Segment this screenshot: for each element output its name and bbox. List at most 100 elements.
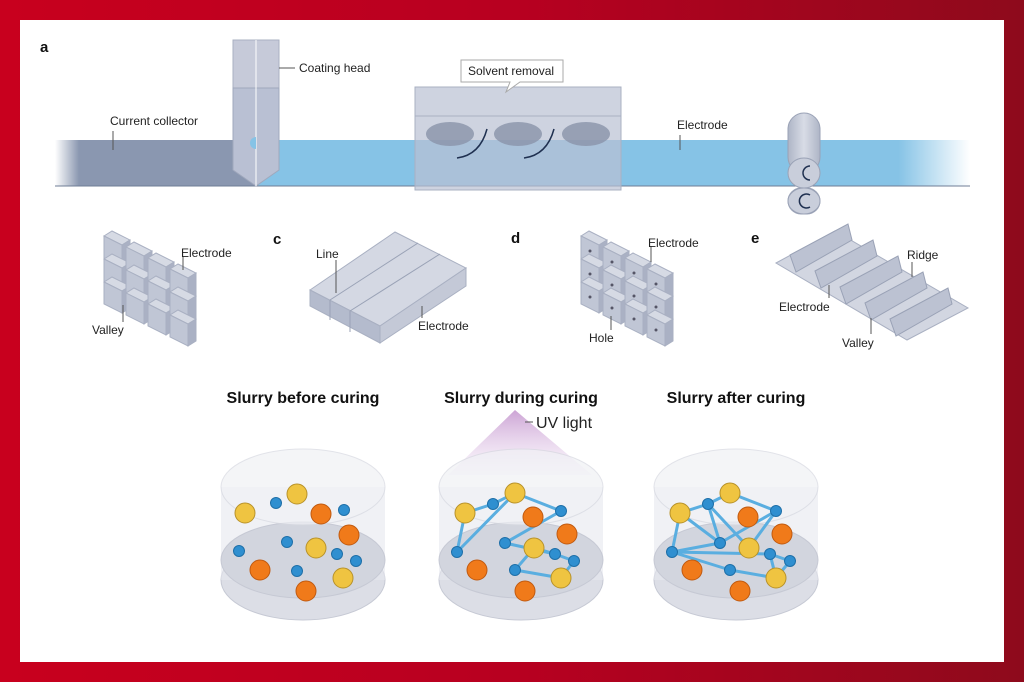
blue-monomer [714, 537, 726, 549]
hole-dot [588, 249, 592, 253]
blue-monomer [555, 505, 567, 517]
hole-dot [654, 305, 658, 309]
orange-particle [681, 559, 703, 581]
rotate-arrow-icon [798, 193, 811, 209]
blue-monomer [350, 555, 362, 567]
blue-monomer [764, 548, 776, 560]
panel-label-d: d [511, 230, 520, 247]
blue-monomer [338, 504, 350, 516]
label-line-c: Line [316, 247, 339, 261]
yellow-particle [286, 483, 308, 505]
orange-particle [522, 506, 544, 528]
hole-dot [654, 328, 658, 332]
blue-monomer [666, 546, 678, 558]
yellow-particle [765, 567, 787, 589]
yellow-particle [454, 502, 476, 524]
yellow-particle [504, 482, 526, 504]
blue-monomer [724, 564, 736, 576]
polymer-link [671, 550, 731, 572]
yellow-particle [550, 567, 572, 589]
blue-monomer [270, 497, 282, 509]
hole-dot [588, 295, 592, 299]
rotate-arrow-icon [802, 165, 811, 181]
hole-dot [654, 282, 658, 286]
current-collector-strip [55, 140, 255, 186]
blue-monomer [770, 505, 782, 517]
orange-particle [295, 580, 317, 602]
coating-head [232, 39, 280, 187]
yellow-particle [523, 537, 545, 559]
hole-dot [632, 317, 636, 321]
blue-monomer [281, 536, 293, 548]
label-electrode-e: Electrode [779, 300, 830, 314]
yellow-particle [234, 502, 256, 524]
title-before-curing: Slurry before curing [227, 390, 380, 407]
label-uv-light: UV light [536, 415, 593, 432]
blue-monomer [291, 565, 303, 577]
label-solvent-removal: Solvent removal [468, 64, 554, 78]
hole-dot [632, 294, 636, 298]
blue-monomer [331, 548, 343, 560]
slurry-cylinders [220, 448, 819, 621]
label-electrode-b: Electrode [181, 246, 232, 260]
block-side [664, 318, 674, 347]
title-during-curing: Slurry during curing [444, 390, 598, 407]
orange-particle [514, 580, 536, 602]
hole-dot [588, 272, 592, 276]
blue-monomer [233, 545, 245, 557]
slurry-cylinder-2 [653, 448, 819, 621]
label-electrode-d: Electrode [648, 236, 699, 250]
polymer-link [671, 541, 721, 554]
orange-particle [338, 524, 360, 546]
figure-svg: a Coating head Current collector Solvent… [40, 39, 970, 621]
polymer-link [455, 491, 517, 554]
hole-dot [610, 260, 614, 264]
hole-dot [610, 306, 614, 310]
yellow-particle [738, 537, 760, 559]
yellow-particle [305, 537, 327, 559]
panel-label-c: c [273, 231, 281, 248]
blue-monomer [549, 548, 561, 560]
orange-particle [249, 559, 271, 581]
orange-particle [729, 580, 751, 602]
blue-monomer [451, 546, 463, 558]
yellow-particle [719, 482, 741, 504]
orange-particle [310, 503, 332, 525]
label-electrode-c: Electrode [418, 319, 469, 333]
electrode-grid-d [579, 230, 675, 347]
label-coating-head: Coating head [299, 61, 370, 75]
title-after-curing: Slurry after curing [667, 390, 806, 407]
label-hole-d: Hole [589, 331, 614, 345]
blue-monomer [499, 537, 511, 549]
label-current-collector: Current collector [110, 114, 198, 128]
figure-panel: a Coating head Current collector Solvent… [20, 20, 1004, 662]
panel-label-e: e [751, 230, 759, 247]
hole-dot [610, 283, 614, 287]
solvent-removal-callout: Solvent removal [460, 59, 564, 94]
yellow-particle [332, 567, 354, 589]
panel-label-a: a [40, 39, 49, 56]
solvent-removal-chamber [414, 86, 622, 191]
blue-monomer [784, 555, 796, 567]
blue-monomer [568, 555, 580, 567]
polymer-link [706, 503, 722, 544]
blue-monomer [702, 498, 714, 510]
label-valley-e: Valley [842, 336, 874, 350]
hole-dot [632, 271, 636, 275]
block-side [187, 318, 197, 347]
label-valley-b: Valley [92, 323, 124, 337]
slurry-cylinder-0 [220, 448, 386, 621]
electrode-lines-c [309, 231, 467, 344]
orange-particle [771, 523, 793, 545]
label-ridge-e: Ridge [907, 248, 939, 262]
yellow-particle [669, 502, 691, 524]
orange-particle [737, 506, 759, 528]
calender-rollers [787, 112, 821, 215]
orange-particle [466, 559, 488, 581]
slurry-cylinder-1 [438, 448, 604, 621]
orange-particle [556, 523, 578, 545]
electrode-ridges-e [774, 223, 970, 341]
blue-monomer [487, 498, 499, 510]
blue-monomer [509, 564, 521, 576]
label-electrode-a: Electrode [677, 118, 728, 132]
